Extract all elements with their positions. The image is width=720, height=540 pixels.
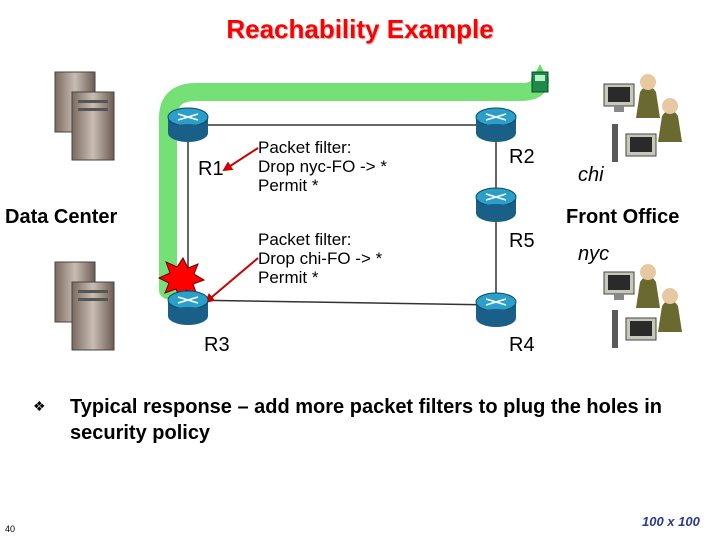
packet-filter-bottom-line-2: Drop chi-FO -> *	[258, 249, 383, 268]
logo: 100 x 100	[642, 514, 700, 529]
host-label-chi: chi	[578, 164, 604, 186]
host-label-nyc: nyc	[578, 243, 610, 265]
bullet-icon: ❖	[33, 398, 46, 414]
bullet-text: Typical response – add more packet filte…	[70, 396, 662, 444]
packet-filter-top-line-1: Packet filter:	[258, 138, 352, 157]
router-label-r5: R5	[509, 230, 535, 252]
packet-filter-bottom-line-1: Packet filter:	[258, 230, 352, 249]
site-label-front-office: Front Office	[566, 206, 680, 228]
router-icon-r2	[475, 107, 517, 142]
router-label-r2: R2	[509, 146, 535, 168]
packet-filter-top-line-3: Permit *	[258, 176, 319, 195]
slide-title: Reachability Example	[226, 14, 494, 44]
packet-filter-top: Packet filter: Drop nyc-FO -> * Permit *	[258, 138, 387, 195]
workstation-icon-nyc	[603, 264, 682, 348]
filter-arrow-r1	[222, 147, 259, 172]
phone-icon	[531, 71, 549, 93]
router-label-r4: R4	[509, 334, 535, 356]
router-icon-r3	[167, 290, 209, 325]
router-icon-r5	[475, 187, 517, 222]
router-icon-r1	[167, 107, 209, 142]
server-icon-bottom	[54, 261, 115, 351]
packet-filter-top-line-2: Drop nyc-FO -> *	[258, 157, 387, 176]
page-number: 40	[5, 524, 16, 534]
workstation-icon-chi	[603, 74, 682, 162]
filter-arrow-r3	[204, 257, 259, 304]
server-icon-top	[54, 71, 115, 161]
packet-filter-bottom: Packet filter: Drop chi-FO -> * Permit *	[258, 230, 382, 287]
site-label-data-center: Data Center	[5, 206, 118, 228]
router-label-r1: R1	[198, 158, 224, 180]
router-icon-r4	[475, 292, 517, 327]
packet-filter-bottom-line-3: Permit *	[258, 268, 319, 287]
router-label-r3: R3	[204, 334, 230, 356]
